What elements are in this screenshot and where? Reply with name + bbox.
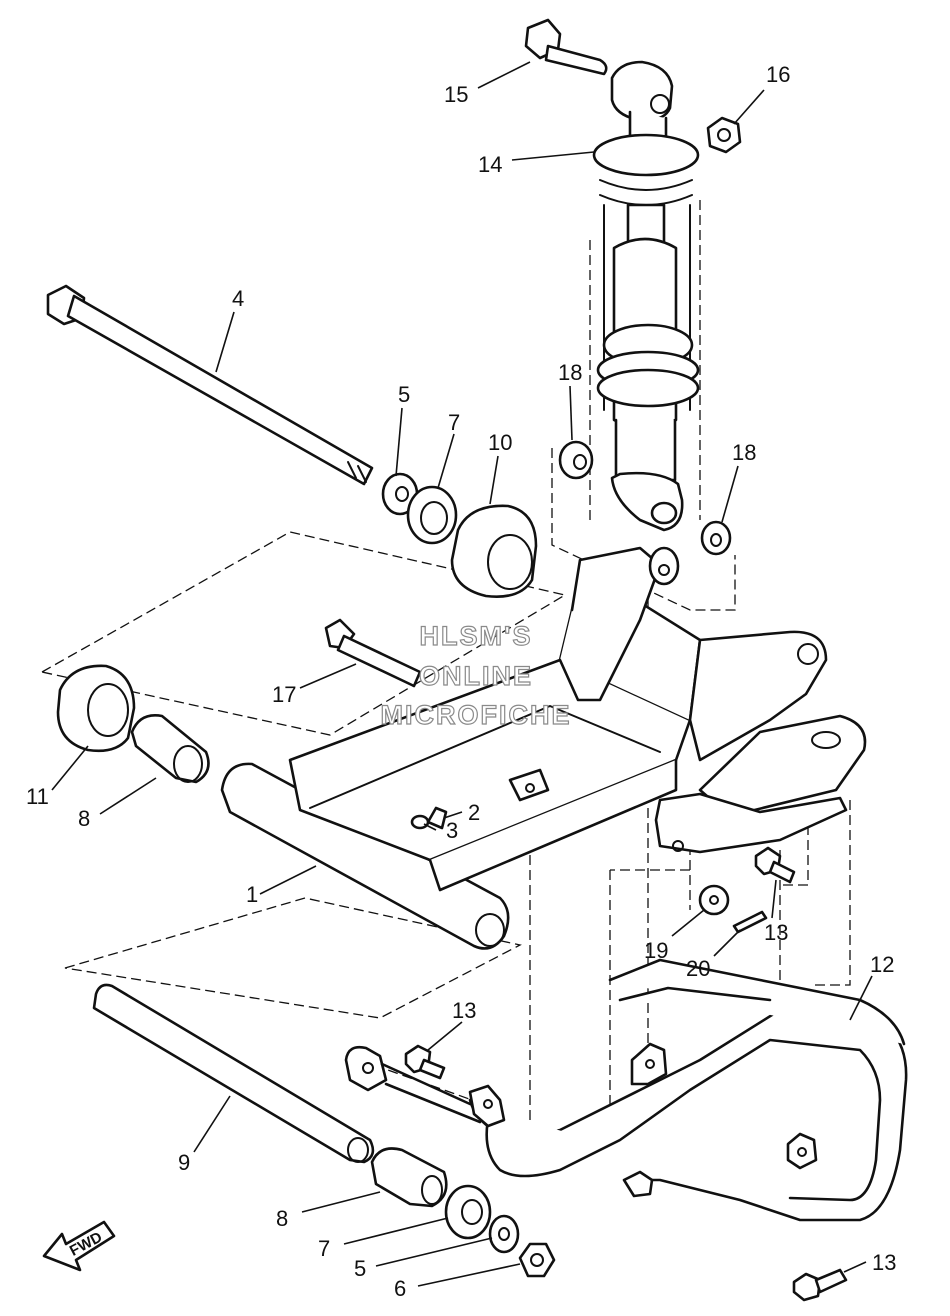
cotter-pin <box>732 910 768 934</box>
callout-12: 12 <box>870 952 894 977</box>
callout-3: 3 <box>446 818 458 843</box>
bearing-lower <box>444 1184 492 1240</box>
callout-15: 15 <box>444 82 468 107</box>
callout-20: 20 <box>686 956 710 981</box>
stopper-bolt-left <box>404 1044 446 1080</box>
grease-nipple <box>426 806 448 830</box>
callout-7-upper: 7 <box>448 410 460 435</box>
callout-5-upper: 5 <box>398 382 410 407</box>
callout-19: 19 <box>644 938 668 963</box>
callout-6: 6 <box>394 1276 406 1301</box>
forward-direction-arrow: FWD <box>42 1220 116 1272</box>
pivot-shaft <box>46 284 374 486</box>
callout-labels: 15 16 14 4 5 7 10 18 18 17 11 8 2 3 1 19… <box>26 62 896 1301</box>
callout-10: 10 <box>488 430 512 455</box>
callout-8-lower: 8 <box>276 1206 288 1231</box>
callout-18-right: 18 <box>732 440 756 465</box>
watermark-line-2: ONLINE <box>419 661 533 691</box>
callout-17: 17 <box>272 682 296 707</box>
callout-11: 11 <box>26 784 49 809</box>
bushing-left <box>130 714 210 784</box>
stopper-guard-frame <box>344 958 908 1222</box>
callout-13-lower: 13 <box>872 1250 896 1275</box>
washer-lower <box>488 1214 520 1254</box>
callout-16: 16 <box>766 62 790 87</box>
rear-swing-arm <box>220 546 867 950</box>
stopper-bolt-upper <box>754 846 796 884</box>
callout-7-lower: 7 <box>318 1236 330 1261</box>
callout-9: 9 <box>178 1150 190 1175</box>
small-washer <box>410 814 430 830</box>
rear-shock-absorber <box>592 60 700 532</box>
callout-5-lower: 5 <box>354 1256 366 1281</box>
shock-collar-right <box>700 520 732 556</box>
callout-13-right: 13 <box>764 920 788 945</box>
watermark-line-1: HLSM'S <box>420 621 533 651</box>
callout-14: 14 <box>478 152 502 177</box>
callout-leader-lines <box>51 61 873 1287</box>
callout-4: 4 <box>232 286 244 311</box>
watermark: HLSM'S ONLINE MICROFICHE <box>380 620 572 730</box>
dust-seal-left <box>56 664 136 753</box>
bushing-lower <box>370 1147 448 1208</box>
shock-collar-left <box>558 440 594 480</box>
stopper-bolt-lower <box>792 1268 848 1302</box>
watermark-line-3: MICROFICHE <box>381 700 572 730</box>
callout-8-upper: 8 <box>78 806 90 831</box>
dust-seal-upper <box>450 504 538 598</box>
callout-2: 2 <box>468 800 480 825</box>
stopper-washer <box>698 884 730 916</box>
callout-13-left: 13 <box>452 998 476 1023</box>
callout-18-left: 18 <box>558 360 582 385</box>
arm-bolt <box>324 618 422 688</box>
callout-1: 1 <box>246 882 258 907</box>
shock-upper-nut <box>706 116 742 154</box>
collar-tube <box>92 983 375 1164</box>
bearing-upper <box>406 485 458 545</box>
lock-nut-lower <box>518 1242 556 1278</box>
shock-upper-bolt <box>524 18 608 76</box>
